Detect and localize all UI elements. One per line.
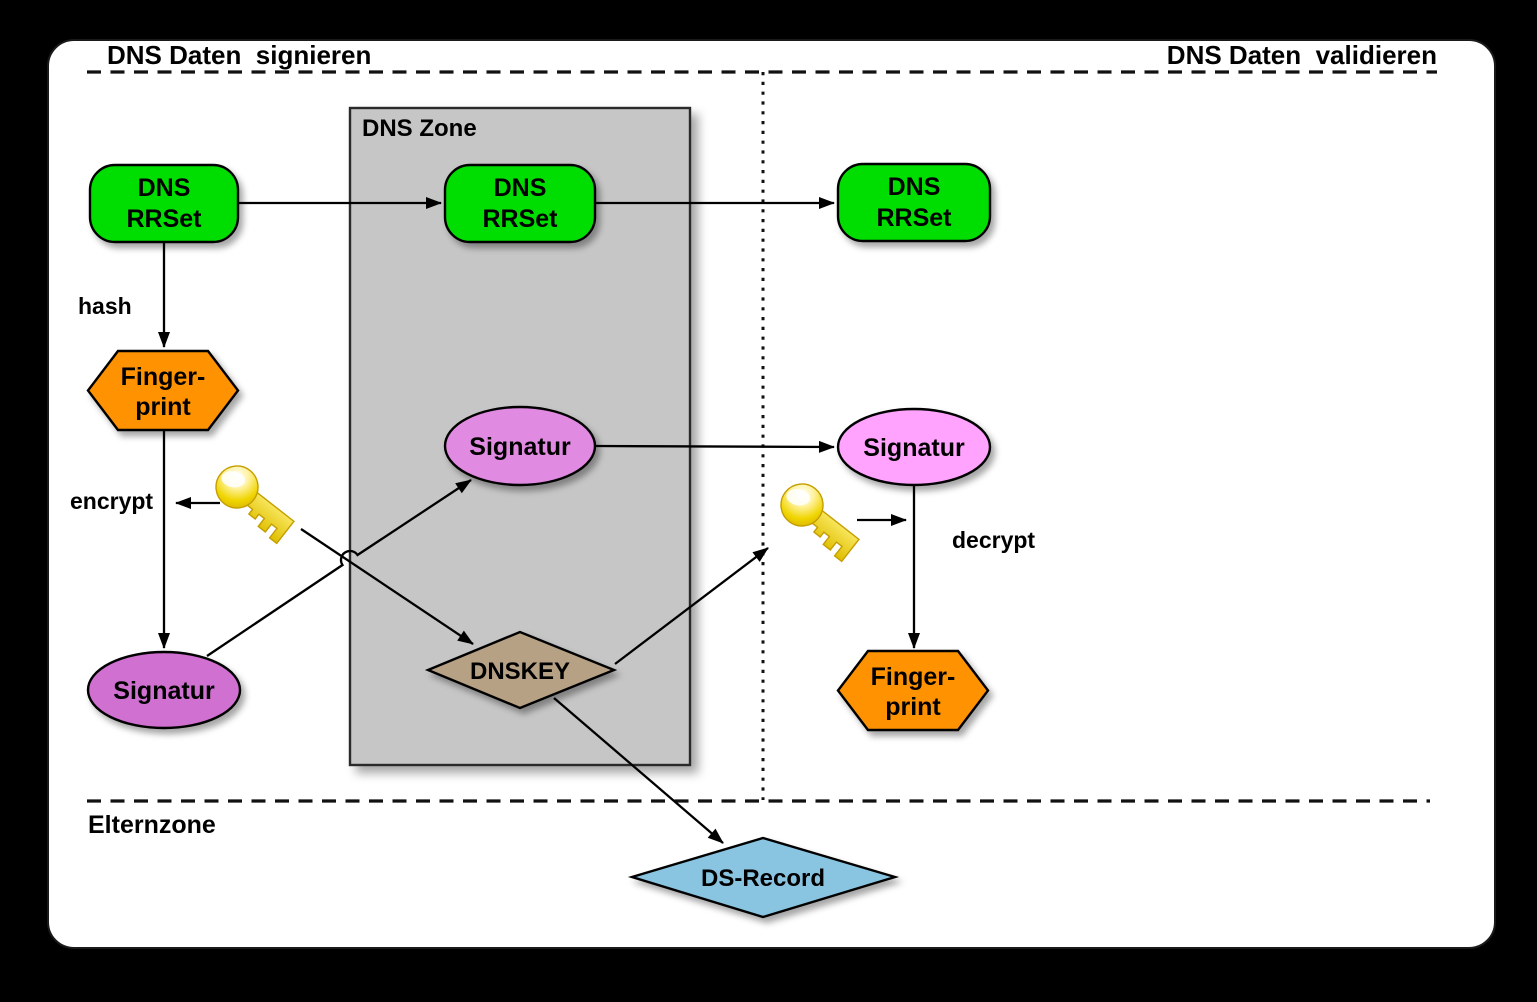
header-validate-label: DNS Daten validieren — [1167, 40, 1437, 70]
dns-zone-label: DNS Zone — [362, 115, 477, 142]
node-signatur-left: Signatur — [86, 650, 242, 730]
signatur-zone-label: Signatur — [469, 433, 571, 461]
panel-background — [47, 39, 1496, 949]
signatur-right-label: Signatur — [863, 434, 965, 462]
node-fingerprint-left: Finger- print — [86, 349, 240, 432]
ds-record-label: DS-Record — [701, 865, 825, 892]
rrset-right-shape — [836, 162, 992, 243]
dnskey-label: DNSKEY — [470, 658, 570, 685]
dnskey-shape — [424, 630, 618, 710]
rrset-left-line2: RRSet — [126, 205, 202, 233]
key-right-highlight — [786, 489, 811, 506]
node-fingerprint-right: Finger- print — [836, 649, 990, 732]
rrset-left-shape — [88, 163, 240, 244]
key-left-highlight — [221, 471, 246, 488]
arrow-dnskey-to-ds-record — [553, 697, 724, 844]
key-icon-right — [780, 483, 860, 563]
node-rrset-zone: DNS RRSet — [443, 163, 597, 244]
signatur-left-label: Signatur — [113, 677, 215, 705]
signatur-zone-shape — [443, 405, 597, 487]
key-right-shaft — [805, 505, 860, 563]
rrset-left-line1: DNS — [138, 174, 191, 202]
decrypt-label: decrypt — [952, 527, 1035, 553]
node-ds-record: DS-Record — [627, 836, 900, 919]
fingerprint-left-line1: Finger- — [121, 363, 206, 391]
key-icon-left — [215, 465, 295, 545]
hash-label: hash — [78, 293, 132, 319]
fingerprint-left-shape — [86, 349, 240, 432]
node-rrset-right: DNS RRSet — [836, 162, 992, 243]
fingerprint-right-line1: Finger- — [871, 663, 956, 691]
ds-record-shape — [627, 836, 900, 919]
node-signatur-right: Signatur — [836, 407, 992, 487]
parent-zone-label: Elternzone — [88, 811, 216, 839]
fingerprint-right-shape — [836, 649, 990, 732]
rrset-zone-line2: RRSet — [482, 205, 558, 233]
header-sign-label: DNS Daten signieren — [107, 40, 371, 70]
signatur-left-shape — [86, 650, 242, 730]
rrset-right-line2: RRSet — [876, 204, 952, 232]
signatur-right-shape — [836, 407, 992, 487]
node-dnskey: DNSKEY — [424, 630, 618, 710]
arrow-key-to-dnskey — [300, 528, 474, 645]
arrow-dnskey-to-right-key — [614, 547, 769, 665]
rrset-right-line1: DNS — [888, 173, 941, 201]
encrypt-label: encrypt — [70, 488, 153, 514]
rrset-zone-shape — [443, 163, 597, 244]
arrow-signatur-zone-to-right — [595, 440, 835, 453]
key-left-shaft — [240, 487, 295, 545]
node-rrset-left: DNS RRSet — [88, 163, 240, 244]
node-signatur-zone: Signatur — [443, 405, 597, 487]
arrow-signatur-left-to-zone-with-hop — [206, 479, 472, 657]
fingerprint-right-line2: print — [885, 693, 941, 721]
rrset-zone-line1: DNS — [494, 174, 547, 202]
fingerprint-left-line2: print — [135, 393, 191, 421]
